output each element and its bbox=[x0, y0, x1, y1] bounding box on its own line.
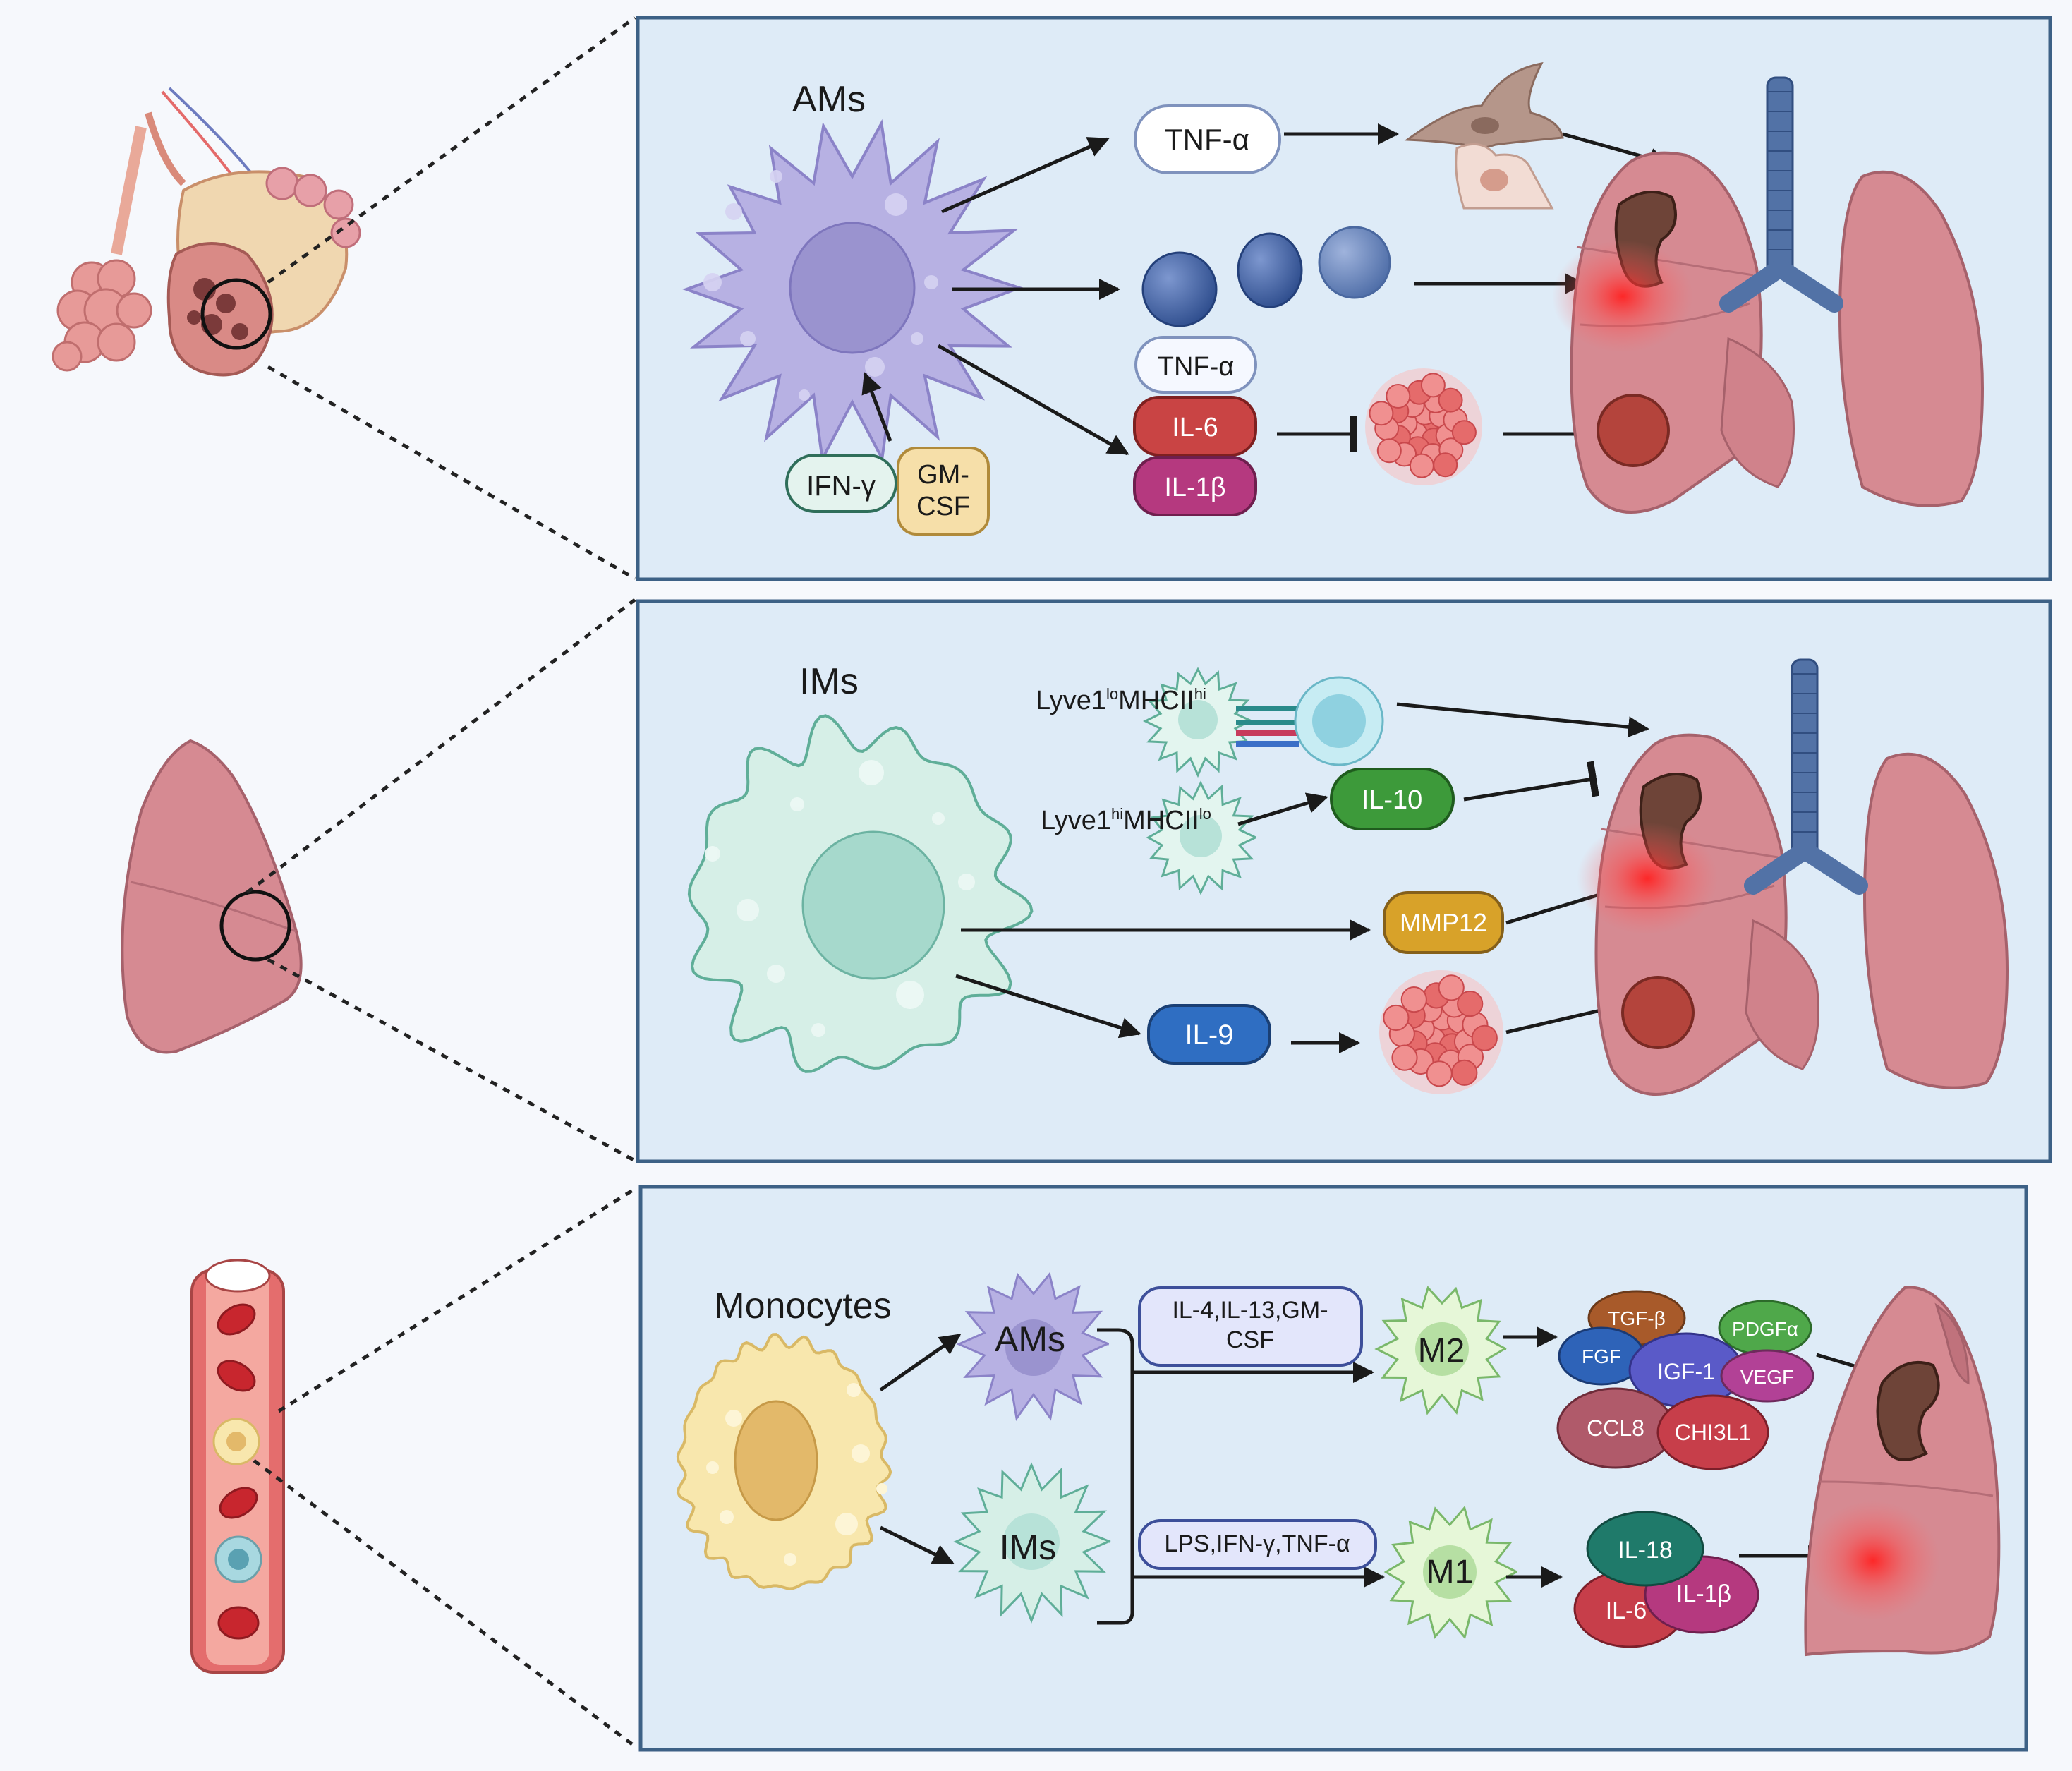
mmp12-label: MMP12 bbox=[1400, 908, 1487, 937]
monocyte-nucleus bbox=[734, 1400, 818, 1521]
il6-label: IL-6 bbox=[1172, 413, 1218, 442]
tumor-cell-cluster bbox=[1365, 368, 1482, 485]
am-title: AMs bbox=[792, 79, 866, 120]
igf1-label: IGF-1 bbox=[1657, 1359, 1715, 1384]
im-title: IMs bbox=[799, 661, 859, 702]
il18-bubble bbox=[1586, 1511, 1704, 1587]
tnf-pill-top bbox=[1134, 104, 1281, 174]
ifng-pill bbox=[785, 454, 897, 513]
gmcsf-label-2: CSF bbox=[916, 492, 970, 521]
il10-pill bbox=[1330, 768, 1455, 830]
monocyte-vesicles bbox=[706, 1383, 887, 1566]
m2-stimuli-label-2: CSF bbox=[1226, 1326, 1274, 1353]
monocytes-title: Monocytes bbox=[714, 1286, 891, 1326]
tumor-cell-cluster bbox=[1379, 970, 1503, 1094]
m2-label: M2 bbox=[1418, 1332, 1465, 1370]
chi3l1-label: CHI3L1 bbox=[1675, 1420, 1752, 1445]
m1-factor-cluster: IL-6 IL-1β IL-18 bbox=[1573, 1511, 1759, 1648]
t-cell-receptor-interaction bbox=[1236, 676, 1384, 766]
vegf-bubble bbox=[1720, 1349, 1814, 1403]
il1b-pill bbox=[1133, 456, 1257, 516]
lyve1lo-cell bbox=[1142, 667, 1252, 778]
am-secreted-particles bbox=[1141, 226, 1391, 327]
tumor-nodule bbox=[1876, 1360, 1940, 1461]
ims-small-label: IMs bbox=[1000, 1528, 1057, 1567]
lyve1hi-cell bbox=[1146, 780, 1256, 895]
il18-bubble-label: IL-18 bbox=[1618, 1537, 1673, 1564]
mmp12-pill bbox=[1383, 891, 1504, 954]
pdgfa-label: PDGFα bbox=[1732, 1318, 1798, 1340]
im-vesicles bbox=[705, 760, 975, 1037]
vegf-label: VEGF bbox=[1740, 1366, 1794, 1388]
lung-lobe-mono bbox=[1804, 1286, 2001, 1657]
tnf-label-stack: TNF-α bbox=[1158, 352, 1235, 382]
tgfb-label: TGF-β bbox=[1608, 1307, 1665, 1329]
im-nucleus bbox=[801, 830, 945, 980]
am-nucleus bbox=[789, 222, 916, 354]
lung-lobe-illustration bbox=[121, 739, 303, 1054]
lungs-am bbox=[1552, 76, 1985, 514]
gmcsf-label-1: GM- bbox=[917, 460, 969, 490]
am-vesicles bbox=[703, 170, 938, 401]
tnf-pill-stack bbox=[1134, 336, 1257, 394]
il6-bubble-label: IL-6 bbox=[1606, 1597, 1647, 1624]
chi3l1-bubble bbox=[1656, 1394, 1769, 1470]
m1-label: M1 bbox=[1426, 1554, 1474, 1591]
lyve1lo-label: Lyve1loMHCIIhi bbox=[1036, 685, 1206, 715]
il9-pill bbox=[1147, 1004, 1271, 1065]
ams-small-label: AMs bbox=[995, 1319, 1065, 1359]
lungs-im bbox=[1577, 658, 2009, 1096]
il6-pill bbox=[1133, 396, 1257, 457]
m2-stimuli-label-1: IL-4,IL-13,GM- bbox=[1172, 1297, 1328, 1324]
zoom-connectors bbox=[246, 16, 636, 1748]
tnf-label-top: TNF-α bbox=[1165, 123, 1249, 156]
il1b-label: IL-1β bbox=[1164, 473, 1225, 502]
inflammation-spot bbox=[1806, 1501, 1940, 1621]
ifng-label: IFN-γ bbox=[806, 471, 876, 502]
il10-label: IL-10 bbox=[1362, 785, 1423, 815]
m2-factor-cluster: TGF-β PDGFα FGF IGF-1 VEGF CCL8 CHI3L1 bbox=[1556, 1290, 1814, 1470]
blood-vessel-illustration bbox=[190, 1259, 285, 1674]
il9-label: IL-9 bbox=[1185, 1020, 1234, 1051]
m1-stimuli-label: LPS,IFN-γ,TNF-α bbox=[1164, 1530, 1350, 1557]
fgf-label: FGF bbox=[1582, 1346, 1621, 1367]
alveoli-illustration bbox=[52, 87, 361, 377]
il1b-bubble-label: IL-1β bbox=[1676, 1580, 1731, 1607]
m2-stimuli-box bbox=[1138, 1286, 1363, 1367]
gmcsf-box bbox=[897, 447, 990, 536]
lyve1hi-label: Lyve1hiMHCIIlo bbox=[1041, 805, 1211, 835]
ccl8-label: CCL8 bbox=[1587, 1415, 1644, 1441]
m1-stimuli-box bbox=[1138, 1519, 1377, 1570]
